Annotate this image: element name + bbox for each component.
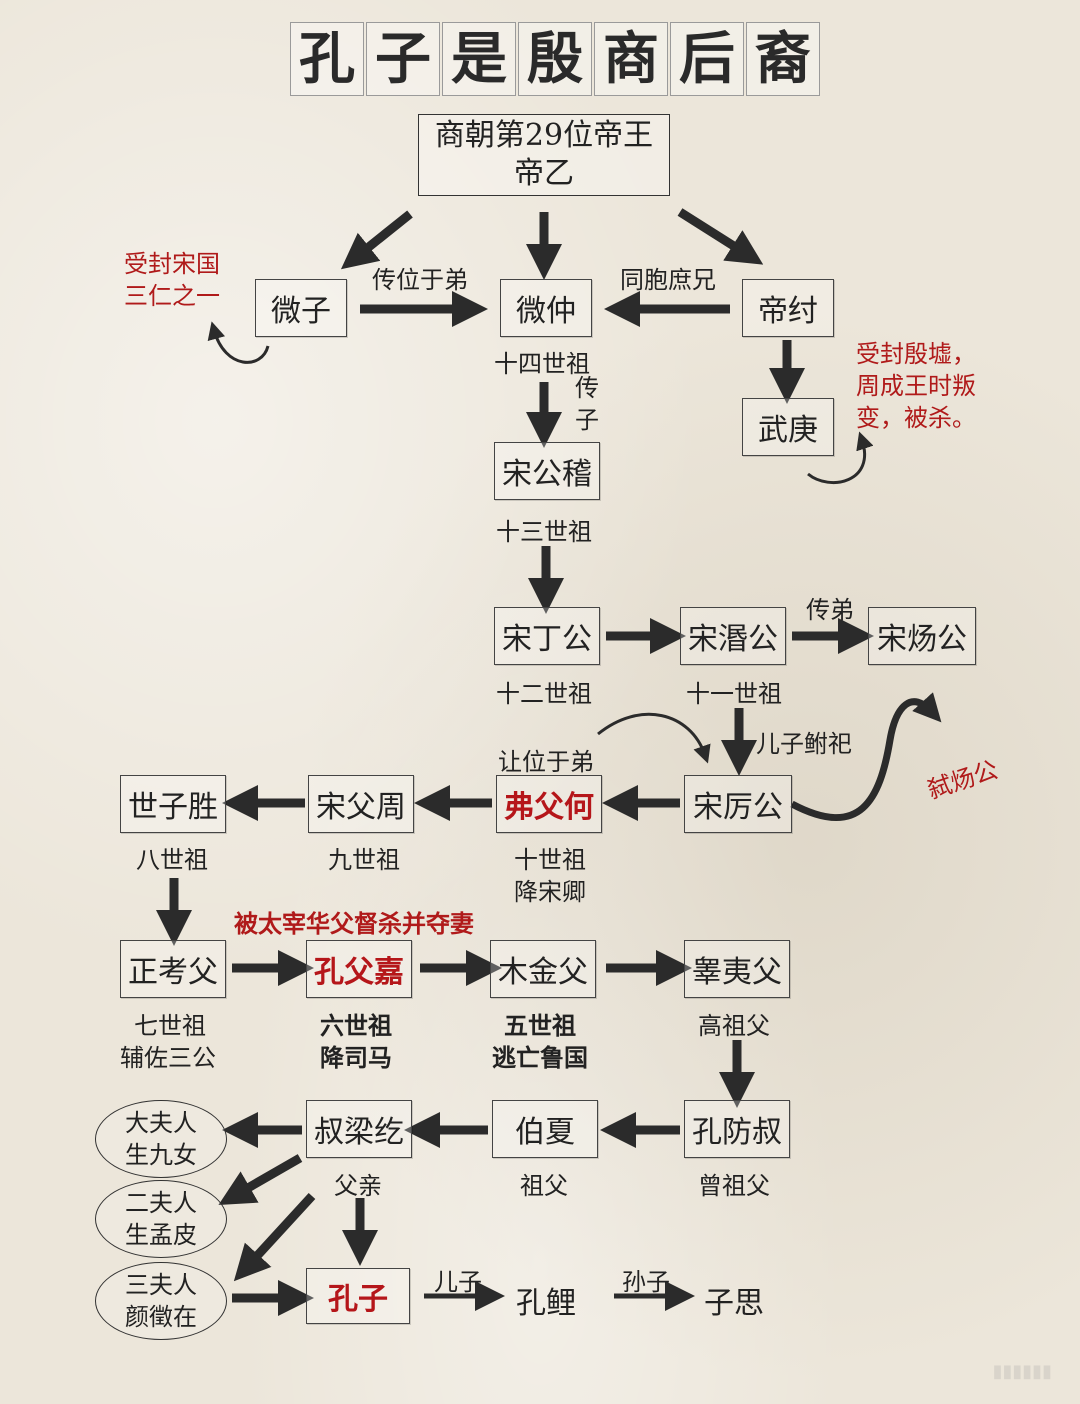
note-weizi-line2: 三仁之一: [124, 282, 220, 310]
node-wugeng: 武庚: [742, 398, 834, 456]
arrow-shulianghe-wife3: [233, 1192, 316, 1282]
note-weizi-line1: 受封宋国: [124, 250, 220, 278]
label-erzi: 儿子: [434, 1268, 482, 1296]
arrow-curve-shiyanggong: [790, 692, 942, 822]
wife-1-line2: 生九女: [125, 1141, 197, 1169]
node-songdinggong: 宋丁公: [494, 607, 600, 665]
node-wife-3: 三夫人 颜徵在: [95, 1262, 227, 1340]
note-shiyanggong: 弑炀公: [924, 755, 1002, 805]
node-shizisheng: 世子胜: [120, 775, 226, 833]
label-jiangsima: 降司马: [320, 1043, 392, 1072]
label-wushizu: 五世祖: [504, 1011, 576, 1040]
title-char: 孔: [290, 22, 364, 96]
label-zengzufu: 曾祖父: [698, 1172, 770, 1200]
label-chuandi: 传弟: [806, 596, 854, 624]
watermark: ▮▮▮▮▮▮: [992, 1361, 1052, 1382]
node-wife-1: 大夫人 生九女: [95, 1100, 227, 1178]
wife-3-line1: 三夫人: [125, 1271, 197, 1299]
label-taowangluguo: 逃亡鲁国: [492, 1043, 588, 1072]
note-kongfujia: 被太宰华父督杀并夺妻: [234, 909, 474, 938]
wife-2-line1: 二夫人: [125, 1189, 197, 1217]
label-chuanweiyudi: 传位于弟: [372, 266, 468, 294]
note-wugeng-line3: 变，被杀。: [856, 404, 976, 432]
title-char: 商: [594, 22, 668, 96]
label-rangweiyudi: 让位于弟: [498, 748, 594, 776]
node-kongfangshu: 孔防叔: [684, 1100, 790, 1158]
label-chuanzi-1: 传: [575, 374, 599, 402]
node-root-diyi: 商朝第29位帝王 帝乙: [418, 114, 670, 196]
label-shiershizu: 十二世祖: [496, 680, 592, 708]
label-shisishizu: 十四世祖: [494, 350, 590, 378]
label-erziquji: 儿子鲋祀: [756, 730, 852, 758]
node-kongli: 孔鲤: [516, 1286, 576, 1321]
label-tongbaoshuxiong: 同胞庶兄: [620, 266, 716, 294]
node-songligong: 宋厉公: [684, 775, 792, 833]
label-qishizu: 七世祖: [134, 1012, 206, 1040]
label-shishizu: 十世祖: [514, 846, 586, 874]
node-gaoyifu: 睾夷父: [684, 940, 790, 998]
title-char: 后: [670, 22, 744, 96]
label-sunzi: 孙子: [622, 1268, 670, 1296]
title-char: 裔: [746, 22, 820, 96]
arrow-curve-rangwei: [597, 712, 711, 764]
title-char: 子: [366, 22, 440, 96]
label-chuanzi-2: 子: [575, 406, 599, 434]
node-dizhou: 帝纣: [742, 279, 834, 337]
arrow-root-weizi: [340, 210, 413, 270]
arrow-shulianghe-wife2: [218, 1154, 303, 1205]
node-zisi: 子思: [704, 1286, 764, 1321]
node-boxia: 伯夏: [492, 1100, 598, 1158]
node-songyanggong: 宋炀公: [868, 607, 976, 665]
root-line1: 商朝第29位帝王: [434, 118, 654, 153]
node-mujinfu: 木金父: [490, 940, 596, 998]
label-liushizu: 六世祖: [320, 1011, 392, 1040]
node-weizhong: 微仲: [500, 279, 592, 337]
label-bashizu: 八世祖: [136, 846, 208, 874]
node-wife-2: 二夫人 生孟皮: [95, 1180, 227, 1258]
title-char: 殷: [518, 22, 592, 96]
node-kongzi: 孔子: [306, 1268, 410, 1324]
node-kongfujia: 孔父嘉: [306, 940, 412, 998]
label-shiyishizu: 十一世祖: [686, 680, 782, 708]
node-shulianghe: 叔梁纥: [306, 1100, 412, 1158]
node-songgongji: 宋公稽: [494, 442, 600, 500]
root-line2: 帝乙: [514, 156, 574, 191]
label-jiushizu: 九世祖: [328, 846, 400, 874]
label-gaozufu: 高祖父: [698, 1012, 770, 1040]
label-jiangsongqing: 降宋卿: [514, 878, 586, 906]
node-zhengkaofu: 正考父: [120, 940, 226, 998]
note-wugeng-line2: 周成王时叛: [856, 372, 976, 400]
wife-1-line1: 大夫人: [125, 1109, 197, 1137]
label-fuzuosangong: 辅佐三公: [120, 1044, 216, 1072]
note-wugeng-line1: 受封殷墟，: [856, 340, 976, 368]
label-shisanshizu: 十三世祖: [496, 518, 592, 546]
node-songmingong: 宋湣公: [680, 607, 786, 665]
label-zufu: 祖父: [520, 1172, 568, 1200]
label-fuqin: 父亲: [334, 1172, 382, 1200]
node-fufuhe: 弗父何: [496, 775, 602, 833]
wife-2-line2: 生孟皮: [125, 1221, 197, 1249]
node-songfuzhou: 宋父周: [308, 775, 414, 833]
arrow-root-dizhou: [677, 208, 764, 265]
node-weizi: 微子: [255, 279, 347, 337]
wife-3-line2: 颜徵在: [125, 1303, 197, 1331]
title-char: 是: [442, 22, 516, 96]
